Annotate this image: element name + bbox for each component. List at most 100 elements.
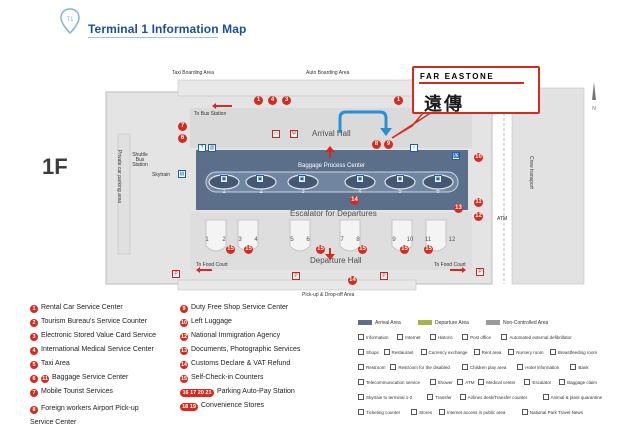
poi-marker[interactable]: 6 [178, 134, 187, 143]
private-car-building [117, 133, 131, 255]
departure-area-label: Departure Area [435, 320, 469, 326]
symbol-key-label: Breastfeeding room [557, 350, 598, 355]
symbol-key-label: Hotel information [525, 365, 560, 370]
symbol-key-label: Shops [366, 350, 379, 355]
down-arrow [325, 254, 335, 260]
symbol-key-item: Historic [429, 334, 453, 340]
counter-island [205, 219, 227, 252]
symbol-key: Arrival Area Departure Area Non-Controll… [358, 318, 602, 430]
baggage-claim-icon: ▣ [256, 175, 264, 183]
counter-number: 7 [340, 237, 344, 243]
poi-marker[interactable]: 15 [226, 245, 235, 254]
poi-marker[interactable]: 10 [474, 153, 483, 162]
symbol-box-icon [521, 409, 528, 415]
symbol-box-icon [390, 364, 397, 370]
carousel-number: 5 [398, 189, 402, 195]
symbol-key-label: Internet access in public area [446, 410, 506, 415]
carousel-number: 1 [222, 189, 226, 195]
poi-marker[interactable]: 13 [454, 204, 463, 213]
poi-marker[interactable]: 1 [254, 96, 263, 105]
counter-number: 6 [306, 237, 310, 243]
legend-label: Tourism Bureau's Service Counter [41, 318, 147, 325]
skytrain-icon: ▤ [178, 170, 186, 178]
symbol-key-label: Skytrain to terminal 1-2 [366, 395, 413, 400]
legend-number: 12 [180, 333, 188, 341]
symbol-key-item: Children play area [461, 364, 506, 370]
poi-marker[interactable]: 15 [316, 245, 325, 254]
poi-marker[interactable]: 12 [474, 212, 483, 221]
route-arrow [338, 110, 388, 132]
poi-marker[interactable]: 15 [358, 245, 367, 254]
poi-marker[interactable]: 9 [384, 140, 393, 149]
poi-marker[interactable]: 11 [474, 198, 483, 207]
carousel-number: 3 [301, 189, 305, 195]
atm-label: ATM [497, 216, 508, 222]
pickup-label: Pick-up & Drop-off Area [302, 292, 355, 298]
legend-number: 14 [180, 361, 188, 369]
symbol-box-icon [427, 394, 434, 400]
legend-number: 1 [30, 305, 38, 313]
noncontrolled-area-swatch [486, 320, 500, 325]
counter-number: 9 [392, 237, 396, 243]
symbol-key-label: Nursery room [516, 350, 544, 355]
symbol-box-icon [411, 409, 418, 415]
taxi-boarding-label: Taxi Boarding Area [172, 70, 214, 76]
symbol-box-icon [549, 349, 556, 355]
symbol-key-label: Historic [437, 335, 453, 340]
symbol-box-icon [473, 349, 480, 355]
carousel-numbers: 1 2 3 4 5 6 [222, 189, 440, 195]
symbol-box-icon [438, 409, 445, 415]
poi-marker[interactable]: 7 [178, 122, 187, 131]
symbol-key-item: Post office [462, 334, 491, 340]
poi-marker[interactable]: 15 [400, 245, 409, 254]
auto-boarding-label: Auto Boarding Area [306, 70, 350, 76]
baggage-center-label: Baggage Process Center [298, 163, 366, 169]
symbol-key-label: Currency exchange [428, 350, 468, 355]
legend-number: 7 [30, 389, 38, 397]
symbol-box-icon [478, 379, 485, 385]
far-eastone-callout[interactable]: FAR EASTONE 遠傳 [412, 66, 540, 114]
symbol-key-item: Hotel information [517, 364, 559, 370]
up-arrow-stem [329, 152, 331, 158]
restroom-disabled-icon: ♿ [452, 152, 460, 160]
counter-number: 5 [290, 237, 294, 243]
poi-marker[interactable]: 3 [282, 96, 291, 105]
symbol-key-label: Baggage claim [567, 380, 597, 385]
legend-number: 10 [180, 319, 188, 327]
symbol-box-icon [459, 394, 466, 400]
counter-number: 11 [425, 237, 432, 243]
counter-island [339, 219, 361, 252]
counter-number: 4 [254, 237, 258, 243]
symbol-key-item: Nursery room [508, 349, 544, 355]
counter-number: 10 [407, 237, 414, 243]
legend-number: 5 [30, 361, 38, 369]
poi-marker[interactable]: 14 [348, 276, 357, 285]
symbol-box-icon [517, 364, 524, 370]
symbol-key-item: Automated external defibrillator [501, 334, 572, 340]
symbol-key-item: Restroom for the disabled [390, 364, 450, 370]
symbol-key-label: Ticketing counter [366, 410, 401, 415]
to-bus-station-label: To Bus Station [194, 111, 227, 117]
parking-icon: P [380, 272, 388, 280]
poi-marker[interactable]: 14 [350, 196, 359, 205]
poi-marker[interactable]: 4 [268, 96, 277, 105]
symbol-box-icon [570, 364, 577, 370]
baggage-claim-icon: ▣ [434, 175, 442, 183]
poi-marker[interactable]: 15 [424, 245, 433, 254]
symbol-key-item: Rent area [473, 349, 501, 355]
symbol-key-item: Information [358, 334, 389, 340]
symbol-key-item: Internet access in public area [438, 409, 506, 415]
poi-marker[interactable]: 8 [372, 140, 381, 149]
legend-label: Documents, Photographic Services [191, 346, 301, 353]
poi-marker[interactable]: 15 [244, 245, 253, 254]
counter-numbers: 1 2 3 4 5 6 7 8 9 10 11 12 [205, 237, 456, 243]
poi-marker[interactable]: 1 [394, 96, 403, 105]
symbol-key-item: Breastfeeding room [549, 349, 598, 355]
legend-number: 9 [180, 305, 188, 313]
symbol-key-item: National Park Travel News [521, 409, 583, 415]
